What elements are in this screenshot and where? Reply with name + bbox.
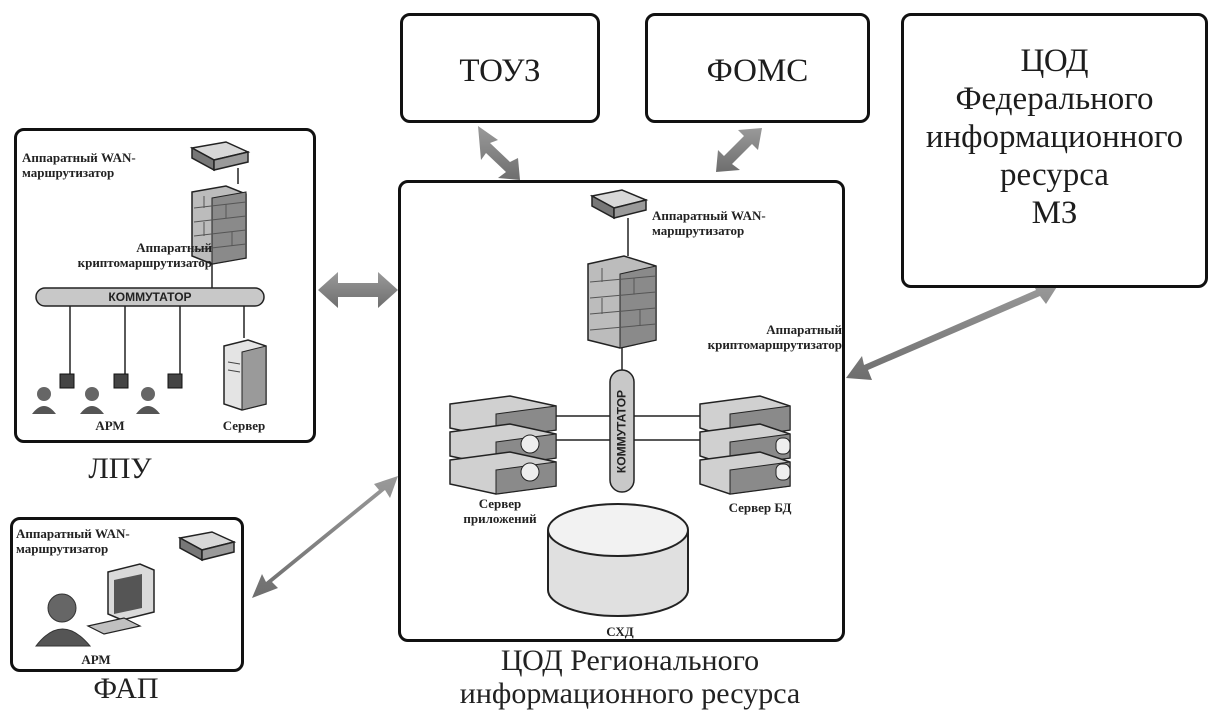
cod-federal-box: ЦОД Федерального информационного ресурса… xyxy=(901,13,1208,288)
regional-crypto-label-line-1: Аппаратный xyxy=(766,322,842,337)
fap-arm-label: АРМ xyxy=(81,652,111,667)
arrow-fed-regional xyxy=(846,282,1060,380)
fap-monitor-icon xyxy=(86,563,155,635)
cod-federal-line-2: Федерального xyxy=(955,81,1154,117)
arrow-fap-regional xyxy=(252,476,398,598)
lpu-user-icon-3 xyxy=(136,373,183,414)
regional-crypto-label-line-2: криптомаршрутизатор xyxy=(707,337,842,352)
fap-caption: ФАП xyxy=(93,672,159,705)
regional-caption-line-1: ЦОД Регионального xyxy=(500,644,760,677)
lpu-crypto-label-line-2: криптомаршрутизатор xyxy=(77,255,212,270)
regional-app-server-label: Сервер приложений xyxy=(440,496,560,526)
fap-router-label-line-2: маршрутизатор xyxy=(16,541,109,556)
regional-router-label-line-2: маршрутизатор xyxy=(652,223,745,238)
lpu-switch-label: КОММУТАТОР xyxy=(108,290,192,304)
touz-label: ТОУЗ xyxy=(459,53,541,89)
regional-db-server-label: Сервер БД xyxy=(728,500,792,515)
regional-caption-line-2: информационного ресурса xyxy=(459,677,801,710)
regional-app-server-label-line-1: Сервер xyxy=(478,496,522,511)
arrow-foms-regional xyxy=(716,128,762,172)
cod-federal-line-4: ресурса xyxy=(1000,157,1109,193)
lpu-router-label-line-2: маршрутизатор xyxy=(22,165,115,180)
fap-router-label-line-1: Аппаратный WAN- xyxy=(16,526,130,541)
regional-switch-icon xyxy=(609,369,635,493)
lpu-arm-label: АРМ xyxy=(95,418,125,433)
lpu-router-label: Аппаратный WAN- маршрутизатор xyxy=(22,150,182,180)
lpu-crypto-label-line-1: Аппаратный xyxy=(136,240,212,255)
regional-storage-icon xyxy=(547,503,689,617)
lpu-user-icon-2 xyxy=(80,373,129,414)
lpu-router-icon xyxy=(189,141,251,172)
lpu-workstations-icon xyxy=(32,373,183,414)
regional-app-server-icon xyxy=(449,395,557,495)
cod-federal-line-1: ЦОД xyxy=(1020,43,1089,79)
lpu-caption: ЛПУ xyxy=(88,452,152,485)
lpu-router-label-line-1: Аппаратный WAN- xyxy=(22,150,136,165)
lpu-server-label: Сервер xyxy=(222,418,266,433)
regional-router-icon xyxy=(589,189,649,220)
regional-crypto-label: Аппаратный криптомаршрутизатор xyxy=(658,322,842,352)
touz-box: ТОУЗ xyxy=(400,13,600,123)
lpu-server-icon xyxy=(223,339,267,411)
cod-federal-line-3: информационного xyxy=(925,119,1184,155)
foms-label: ФОМС xyxy=(706,53,809,89)
regional-switch-label: КОММУТАТОР xyxy=(614,389,629,474)
lpu-switch-links xyxy=(69,306,245,380)
fap-user-icon xyxy=(34,593,92,647)
regional-firewall-icon xyxy=(587,255,657,349)
arrow-lpu-regional xyxy=(318,272,398,308)
regional-db-server-icon xyxy=(699,395,791,495)
cod-federal-line-5: МЗ xyxy=(1031,195,1078,231)
lpu-firewall-icon xyxy=(191,185,247,265)
arrow-touz-regional xyxy=(478,126,520,180)
foms-box: ФОМС xyxy=(645,13,870,123)
regional-storage-label: СХД xyxy=(606,624,634,639)
regional-router-label-line-1: Аппаратный WAN- xyxy=(652,208,766,223)
regional-caption: ЦОД Регионального информационного ресурс… xyxy=(410,644,850,710)
lpu-user-icon-1 xyxy=(32,373,75,414)
regional-app-server-label-line-2: приложений xyxy=(463,511,537,526)
lpu-switch-icon xyxy=(35,287,265,307)
cod-federal-text: ЦОД Федерального информационного ресурса… xyxy=(904,42,1205,232)
regional-switch-links xyxy=(556,415,700,441)
fap-router-label: Аппаратный WAN- маршрутизатор xyxy=(16,526,176,556)
fap-router-icon xyxy=(177,531,237,562)
regional-router-label: Аппаратный WAN- маршрутизатор xyxy=(652,208,832,238)
lpu-crypto-label: Аппаратный криптомаршрутизатор xyxy=(22,240,212,270)
